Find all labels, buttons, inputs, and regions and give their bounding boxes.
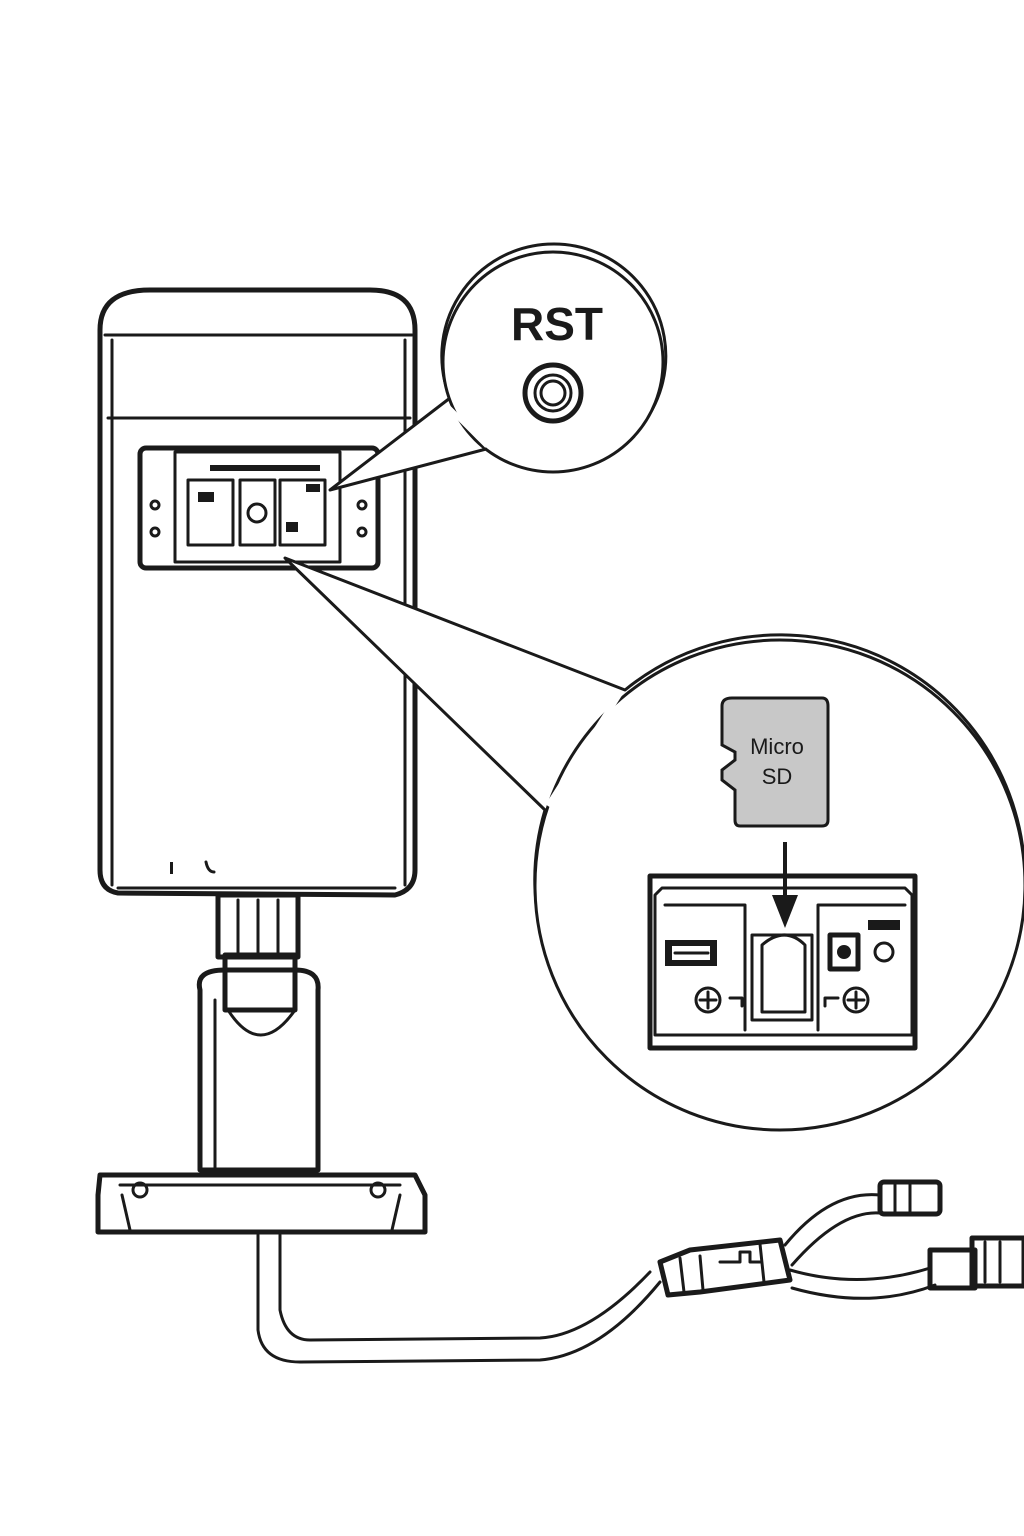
reset-callout: RST xyxy=(328,242,668,492)
microsd-card-shape xyxy=(720,696,830,828)
microsd-label-line1: Micro xyxy=(750,734,804,759)
microsd-card-icon: Micro SD xyxy=(720,696,830,828)
microsd-label-line2: SD xyxy=(762,764,793,789)
reset-label: RST xyxy=(511,298,603,350)
camera-access-panel xyxy=(137,445,381,571)
sd-card-callout: Micro SD xyxy=(283,556,1024,1132)
sd-slot-panel xyxy=(647,873,918,1051)
camera-mount xyxy=(95,892,428,1235)
camera-cables xyxy=(256,1179,1024,1364)
reset-button-icon xyxy=(522,362,584,424)
